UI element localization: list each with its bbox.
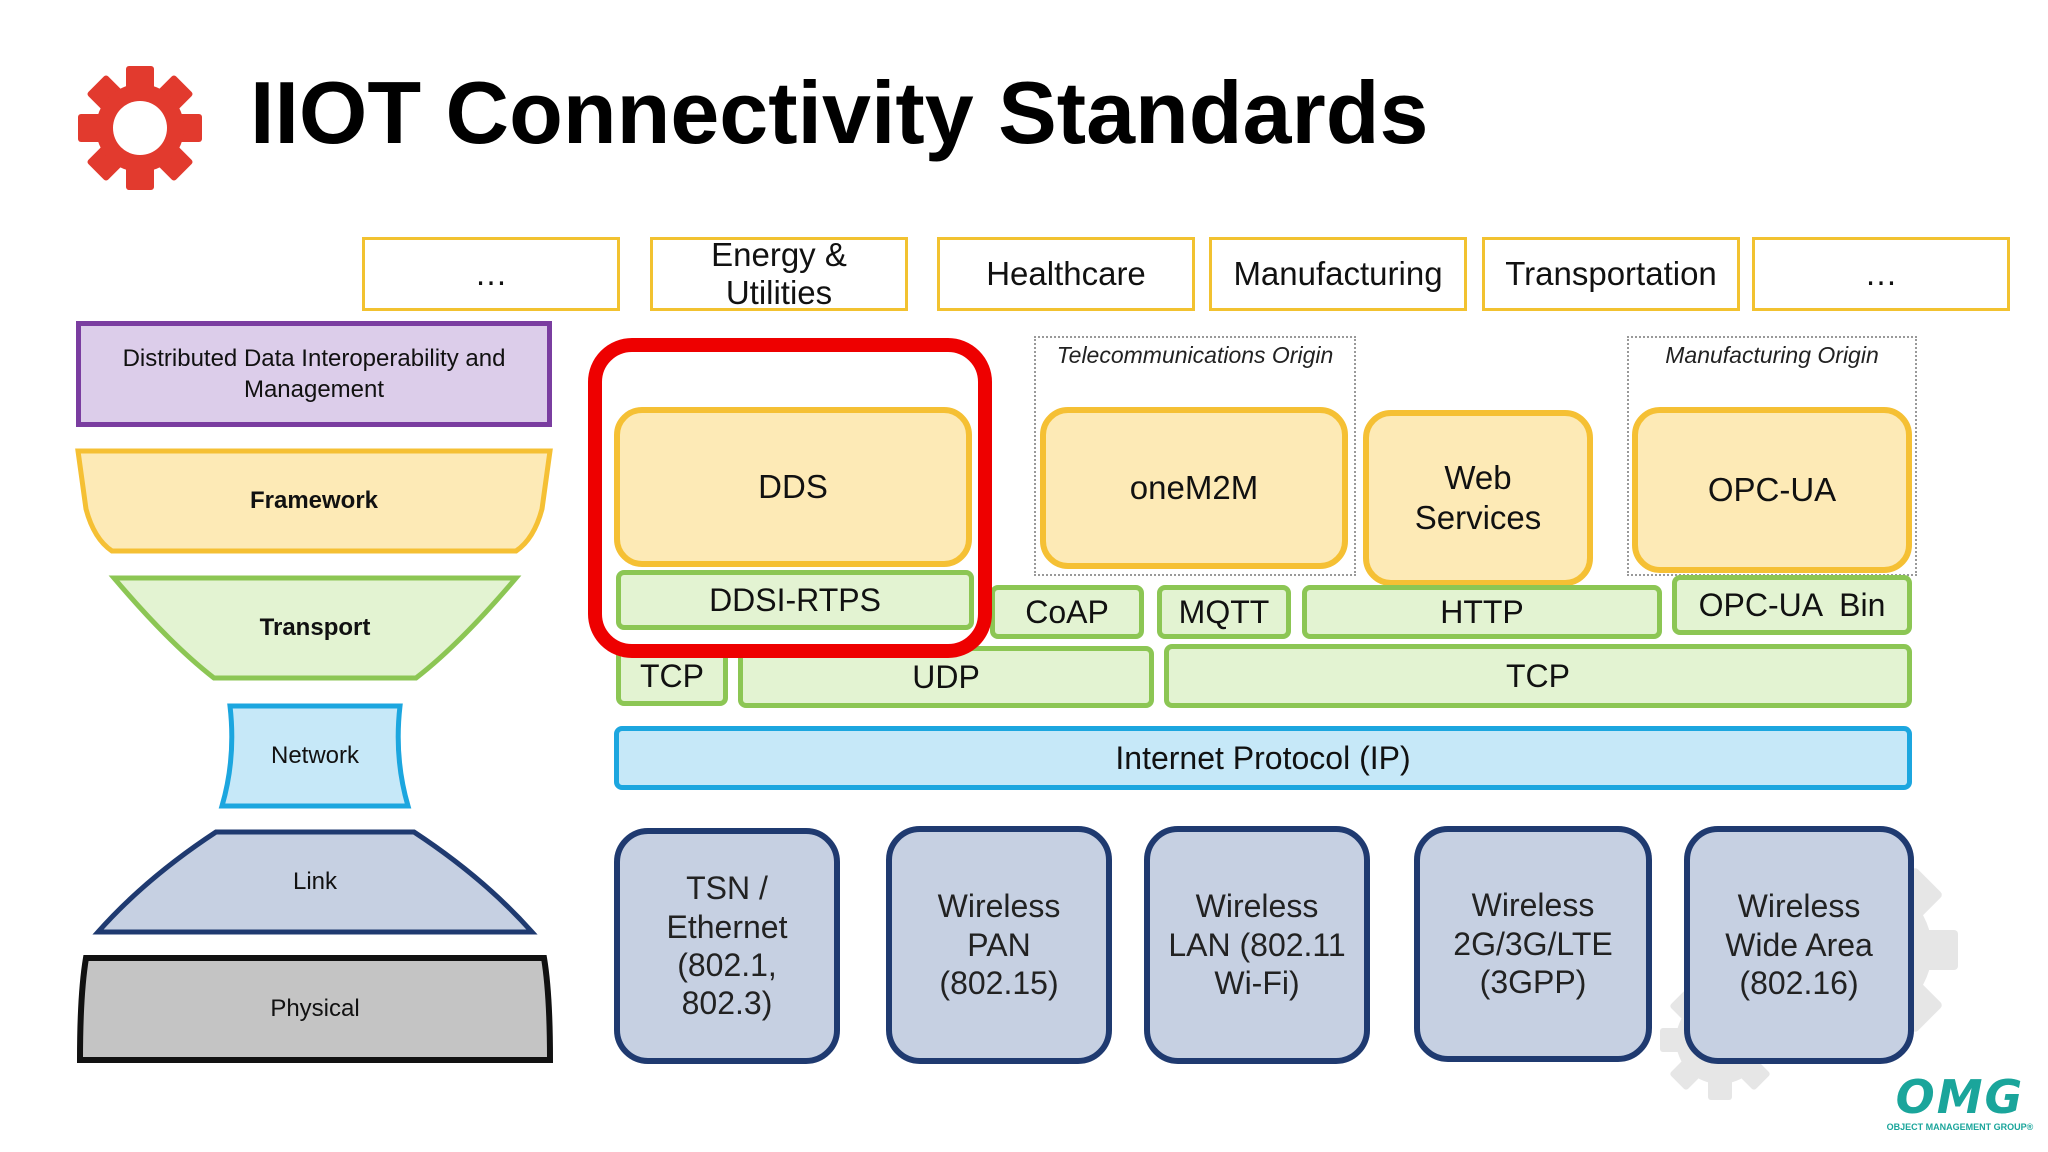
protocol-coap: CoAP	[990, 585, 1144, 639]
link-wireless-pan-label: Wireless PAN (802.15)	[937, 888, 1061, 1002]
layer-physical-label: Physical	[270, 995, 360, 1022]
industry-label: …	[1864, 255, 1898, 293]
link-wireless-cellular: Wireless 2G/3G/LTE (3GPP)	[1414, 826, 1652, 1062]
layer-framework-shape	[75, 448, 553, 554]
protocol-http-label: HTTP	[1440, 593, 1524, 630]
industry-box-transportation: Transportation	[1482, 237, 1740, 311]
protocol-tcp-right-label: TCP	[1506, 657, 1570, 694]
omg-logo-text: OMG	[1895, 1070, 2025, 1124]
industry-box-healthcare: Healthcare	[937, 237, 1195, 311]
omg-logo: OMG OBJECT MANAGEMENT GROUP®	[1880, 1072, 2040, 1142]
protocol-mqtt-label: MQTT	[1178, 593, 1270, 630]
manufacturing-origin-label: Manufacturing Origin	[1665, 342, 1879, 368]
link-wireless-cellular-label: Wireless 2G/3G/LTE (3GPP)	[1453, 887, 1613, 1001]
industry-label: Healthcare	[986, 255, 1146, 293]
industry-box-other-right: …	[1752, 237, 2010, 311]
layer-transport: Transport	[110, 574, 520, 682]
layer-network-label: Network	[270, 742, 360, 769]
framework-onem2m: oneM2M	[1040, 407, 1348, 569]
framework-web-services-label: Web Services	[1414, 459, 1542, 536]
link-tsn-ethernet: TSN / Ethernet (802.1, 802.3)	[614, 828, 840, 1064]
layer-ddim-label: Distributed Data Interoperability and Ma…	[122, 344, 506, 403]
protocol-tcp-right: TCP	[1164, 644, 1912, 708]
protocol-udp-label: UDP	[912, 658, 980, 695]
framework-opc-ua: OPC-UA	[1632, 407, 1912, 573]
telecom-origin-frame	[1034, 336, 1356, 576]
industry-box-energy: Energy & Utilities	[650, 236, 908, 311]
framework-dds-label: DDS	[758, 468, 828, 506]
framework-onem2m-label: oneM2M	[1129, 469, 1259, 507]
protocol-ddsi-rtps: DDSI-RTPS	[616, 570, 974, 630]
protocol-ip: Internet Protocol (IP)	[614, 726, 1912, 790]
industry-label: …	[474, 255, 508, 293]
link-wireless-wide-area: Wireless Wide Area (802.16)	[1684, 826, 1914, 1064]
industry-label: Manufacturing	[1233, 255, 1443, 293]
dds-highlight-frame	[588, 338, 992, 658]
layer-physical: Physical	[74, 954, 556, 1064]
layer-framework: Framework	[74, 447, 554, 555]
gear-icon	[78, 66, 202, 190]
layer-physical-shape	[76, 955, 554, 1063]
industry-label: Transportation	[1505, 255, 1717, 293]
link-wireless-lan: Wireless LAN (802.11 Wi-Fi)	[1144, 826, 1370, 1064]
layer-link: Link	[94, 828, 536, 936]
framework-dds: DDS	[614, 407, 972, 567]
link-wireless-pan: Wireless PAN (802.15)	[886, 826, 1112, 1064]
layer-ddim: Distributed Data Interoperability and Ma…	[76, 321, 552, 427]
protocol-mqtt: MQTT	[1157, 585, 1291, 639]
industry-box-manufacturing: Manufacturing	[1209, 237, 1467, 311]
layer-link-shape	[92, 829, 538, 935]
layer-framework-label: Framework	[249, 487, 379, 514]
protocol-tcp-left-label: TCP	[640, 657, 704, 694]
protocol-ip-label: Internet Protocol (IP)	[1115, 739, 1411, 776]
protocol-http: HTTP	[1302, 585, 1662, 639]
framework-web-services: Web Services	[1363, 410, 1593, 586]
link-tsn-ethernet-label: TSN / Ethernet (802.1, 802.3)	[666, 870, 788, 1022]
framework-opc-ua-label: OPC-UA	[1707, 471, 1837, 509]
link-wireless-lan-label: Wireless LAN (802.11 Wi-Fi)	[1168, 888, 1346, 1002]
industry-box-other-left: …	[362, 237, 620, 311]
layer-network: Network	[218, 702, 412, 810]
layer-transport-label: Transport	[259, 614, 371, 641]
page-title: IIOT Connectivity Standards	[250, 63, 1429, 162]
protocol-opc-ua-bin: OPC-UA Bin	[1672, 575, 1912, 635]
telecom-origin-label: Telecommunications Origin	[1056, 342, 1334, 368]
layer-transport-shape	[108, 575, 522, 681]
protocol-ddsi-rtps-label: DDSI-RTPS	[709, 581, 881, 618]
omg-logo-subtitle: OBJECT MANAGEMENT GROUP®	[1886, 1122, 2034, 1132]
protocol-opc-ua-bin-label: OPC-UA Bin	[1698, 586, 1886, 623]
layer-network-shape	[218, 703, 412, 809]
link-wireless-wide-area-label: Wireless Wide Area (802.16)	[1725, 888, 1873, 1002]
industry-label: Energy & Utilities	[711, 236, 847, 311]
protocol-coap-label: CoAP	[1025, 593, 1109, 630]
layer-link-label: Link	[292, 868, 338, 895]
